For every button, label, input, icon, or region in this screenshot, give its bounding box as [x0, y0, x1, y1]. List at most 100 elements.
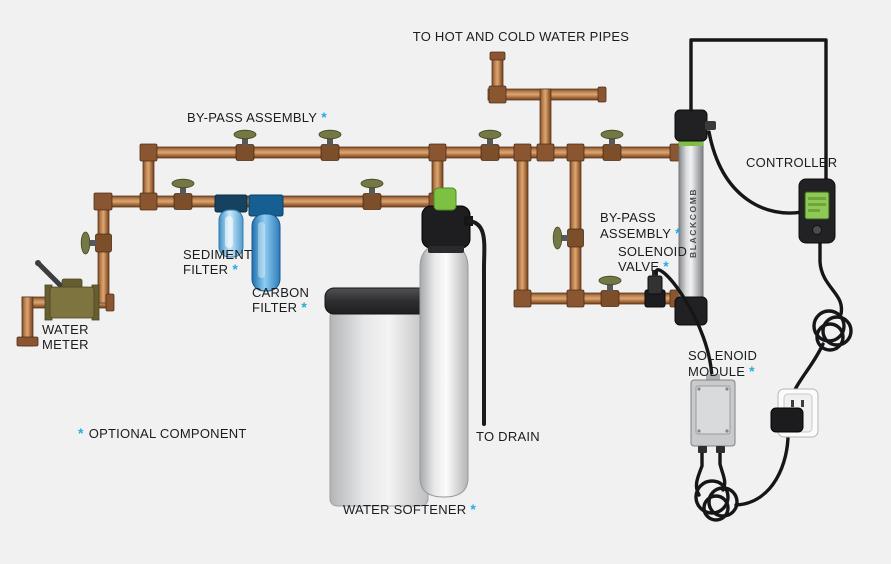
- controller-screen-line: [808, 203, 826, 206]
- module-mount-tab: [706, 374, 720, 380]
- label-solenoid-module-line1: SOLENOID: [688, 348, 757, 363]
- pipe-elbow: [93, 192, 113, 211]
- controller-power-cable: [818, 241, 844, 316]
- ball-valve: [478, 129, 502, 161]
- controller-screen-line: [808, 209, 820, 212]
- uv-brand-text: BLACKCOMB: [688, 188, 698, 258]
- pipe-tee: [139, 192, 158, 211]
- sediment-filter-cap: [214, 194, 248, 213]
- module-door: [695, 385, 731, 435]
- pipe-tee: [488, 85, 507, 104]
- optional-asterisk: *: [301, 299, 307, 315]
- label-water-softener: WATER SOFTENER*: [343, 501, 476, 517]
- cable-coil-right: [821, 315, 853, 347]
- pipe-end-cap: [489, 51, 506, 61]
- solenoid-valve: [644, 270, 666, 308]
- pipe-elbow: [139, 143, 158, 162]
- brine-tank: [324, 287, 434, 507]
- ball-valve: [598, 275, 622, 307]
- optional-asterisk: *: [470, 501, 476, 517]
- outlet-slot: [791, 400, 794, 407]
- label-bypass-right-line1: BY-PASS: [600, 210, 656, 225]
- ball-valve: [233, 129, 257, 161]
- controller-sensor-cable: [707, 130, 804, 215]
- module-cable-gland: [698, 446, 707, 453]
- label-solenoid-valve-line2: VALVE*: [618, 258, 669, 274]
- cable-coil-bottom: [702, 494, 730, 522]
- module-screw: [697, 387, 701, 391]
- module-screw: [725, 387, 729, 391]
- module-power-cable: [734, 429, 790, 507]
- optional-asterisk: *: [232, 261, 238, 277]
- pipe-coupling: [105, 293, 115, 312]
- meter-lever-knob: [35, 260, 41, 266]
- uv-green-band: [679, 140, 703, 146]
- cables: [654, 38, 853, 522]
- water-meter: [35, 260, 100, 321]
- ball-valves: [80, 129, 624, 307]
- drain-tube: [467, 219, 487, 426]
- label-bypass-right-line2: ASSEMBLY*: [600, 225, 681, 241]
- label-to-drain: TO DRAIN: [476, 429, 540, 444]
- pipe-end-cap: [16, 336, 39, 347]
- pipe-tee: [428, 143, 447, 162]
- ball-valve: [600, 129, 624, 161]
- label-bypass-left: BY-PASS ASSEMBLY*: [187, 109, 327, 125]
- label-sediment-filter-line1: SEDIMENT: [183, 247, 252, 262]
- optional-asterisk: *: [663, 258, 669, 274]
- meter-body: [49, 286, 95, 319]
- module-screw: [697, 429, 701, 433]
- ball-valve: [318, 129, 342, 161]
- label-to-hot-cold: TO HOT AND COLD WATER PIPES: [413, 29, 630, 44]
- optional-asterisk: *: [749, 363, 755, 379]
- pipe-tee: [536, 143, 555, 162]
- control-valve-body: [421, 205, 471, 249]
- carbon-filter-cap: [248, 194, 284, 217]
- controller-device: [798, 178, 836, 244]
- label-water-meter-line2: METER: [42, 337, 89, 352]
- controller-button: [812, 225, 822, 235]
- pipe-fittings: [16, 51, 683, 347]
- ball-valve: [80, 231, 112, 255]
- label-solenoid-module-line2: MODULE*: [688, 363, 755, 379]
- resin-tank: [419, 243, 469, 498]
- sediment-filter: [214, 194, 248, 258]
- meter-lever: [35, 260, 69, 294]
- pipe-end-cap: [597, 86, 607, 103]
- uv-sensor-connector: [705, 121, 716, 130]
- softener-control-valve: [421, 187, 473, 253]
- pipe-bypass-right-vertical: [569, 146, 582, 305]
- carbon-filter-body: [251, 213, 281, 292]
- optional-asterisk: *: [78, 425, 84, 441]
- label-optional-component: *OPTIONAL COMPONENT: [78, 425, 247, 441]
- pipe-tee: [513, 143, 532, 162]
- label-carbon-filter-line1: CARBON: [252, 285, 309, 300]
- pipe-elbow: [513, 289, 532, 308]
- cable-coil-bottom: [707, 486, 739, 518]
- pipe-tee: [566, 289, 585, 308]
- brine-tank-lid: [324, 287, 434, 315]
- carbon-filter-highlight: [258, 222, 265, 278]
- pipe-right-downleg: [516, 146, 529, 305]
- cable-coil-right: [815, 322, 845, 352]
- solenoid-module: [690, 374, 736, 453]
- control-valve-skirt: [428, 246, 464, 253]
- outlet-slot: [801, 400, 804, 407]
- module-screw: [725, 429, 729, 433]
- control-valve-indicator: [433, 187, 457, 211]
- brine-tank-body: [329, 309, 429, 507]
- label-carbon-filter-line2: FILTER*: [252, 299, 307, 315]
- label-sediment-filter-line2: FILTER*: [183, 261, 238, 277]
- label-water-meter-line1: WATER: [42, 322, 89, 337]
- carbon-filter: [248, 194, 284, 292]
- controller-screen-line: [808, 197, 826, 200]
- diagram-labels: TO HOT AND COLD WATER PIPES BY-PASS ASSE…: [42, 29, 837, 517]
- optional-asterisk: *: [321, 109, 327, 125]
- ball-valve: [171, 178, 195, 210]
- pipe-top-run: [142, 146, 681, 159]
- power-outlet: [770, 388, 819, 438]
- uv-top-cap: [674, 109, 708, 142]
- module-cable-gland: [716, 446, 725, 453]
- bypass-ball-valve: [552, 226, 584, 250]
